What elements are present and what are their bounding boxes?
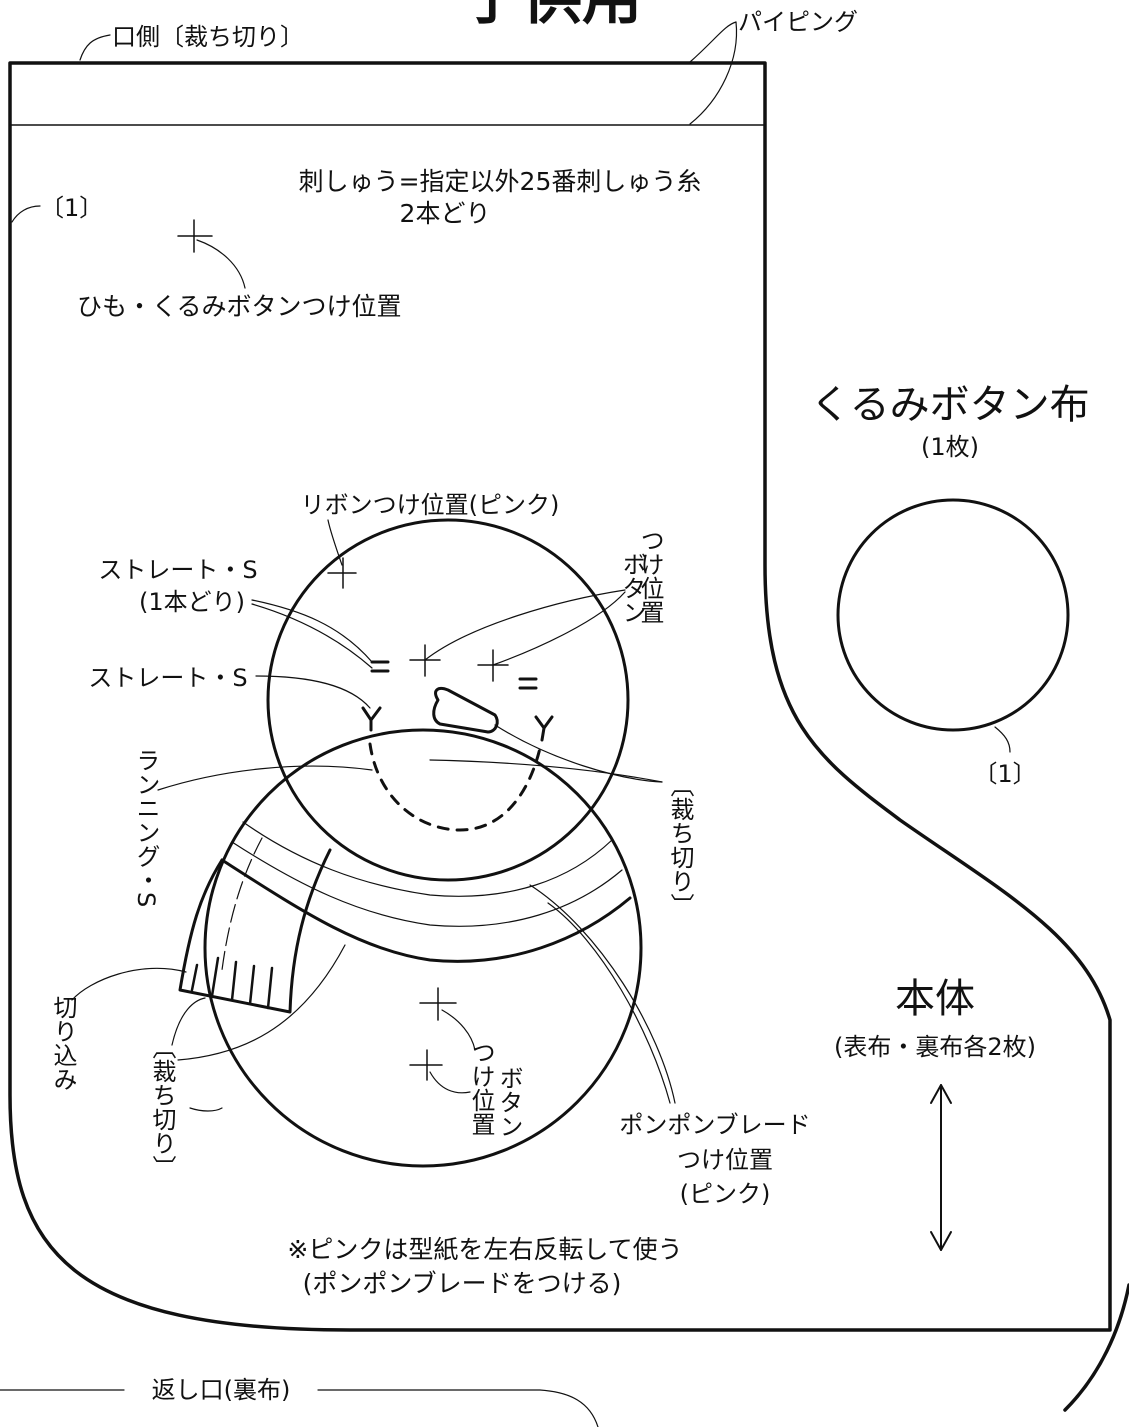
button-pos-bottom-v: つけ位置 <box>467 1040 495 1136</box>
mouth-y-right <box>534 715 554 742</box>
snowman-head-circle <box>266 518 630 882</box>
cut-off-right-leader-1 <box>494 724 663 783</box>
return-opening-label: 返し口(裏布) <box>152 1376 291 1404</box>
cut-off-right-leader-2 <box>429 759 663 783</box>
pompom-line-2: つけ位置 <box>677 1146 773 1174</box>
ribbon-label: リボンつけ位置(ピンク) <box>301 491 560 519</box>
running-stitch-leader <box>157 765 373 791</box>
button-pos-top-leader-1 <box>424 589 626 661</box>
button-mark-body-2 <box>409 1049 471 1094</box>
button-mark-body-1 <box>419 987 476 1051</box>
stocking-outline <box>8 61 1112 1332</box>
ribbon-mark <box>327 519 357 589</box>
button-pos-top-leader-2 <box>492 591 626 666</box>
piping-label: パイピング <box>738 8 858 36</box>
straight-stitch-leader-2 <box>255 675 371 709</box>
body-title: 本体 <box>895 976 975 1022</box>
scarf-tail <box>178 848 332 1014</box>
seam-allowance-left: 〔1〕 <box>40 194 103 222</box>
opening-side-label: 口側〔裁ち切り〕 <box>112 23 304 51</box>
straight-stitch-leader-1b <box>251 603 373 669</box>
cut-in-leader <box>71 967 187 1001</box>
cut-off-left-leader-3 <box>189 1107 223 1112</box>
covered-button-leader <box>994 726 1011 753</box>
cut-in-label: 切り込み <box>49 995 77 1091</box>
button-pos-top-v: つけ位置 <box>636 528 664 624</box>
covered-button-circle <box>836 498 1070 732</box>
embroidery-note-1: 刺しゅう=指定以外25番刺しゅう糸 <box>299 167 702 196</box>
eye-left <box>370 660 390 673</box>
running-stitch-label: ランニング・S <box>132 748 160 907</box>
eye-right <box>518 677 538 690</box>
return-opening-line-right <box>317 1389 599 1427</box>
body-count: (表布・裏布各2枚) <box>834 1033 1036 1061</box>
pompom-line-3: (ピンク) <box>680 1180 771 1208</box>
cut-off-right-label: 〔裁ち切り〕 <box>666 773 694 917</box>
opening-side-leader <box>79 34 111 61</box>
straight-stitch-leader-1a <box>251 599 373 663</box>
covered-button-title: くるみボタン布 <box>810 382 1089 428</box>
running-stitch-smile <box>368 742 542 832</box>
button-pos-top-v2: ボタン <box>618 552 646 624</box>
pink-note-1: ※ピンクは型紙を左右反転して使う <box>287 1235 682 1264</box>
seam-allowance-leader <box>11 205 41 223</box>
scarf-band <box>220 858 632 963</box>
straight-stitch-sub-1: (1本どり) <box>139 588 245 616</box>
straight-stitch-label-1: ストレート・S <box>98 556 257 584</box>
pompom-leader-1 <box>547 902 671 1104</box>
snowman-nose <box>432 686 499 734</box>
cord-button-mark <box>177 219 246 289</box>
scarf-tail-inner <box>221 837 263 971</box>
pompom-leader-2 <box>529 884 676 1104</box>
cord-button-label: ひも・くるみボタンつけ位置 <box>77 292 402 321</box>
pink-note-2: (ポンポンブレードをつける) <box>303 1269 622 1298</box>
scarf-inner-1 <box>242 821 613 897</box>
grainline-arrow <box>930 1084 952 1251</box>
embroidery-note-2: 2本どり <box>400 199 491 228</box>
cut-off-left-leader-2 <box>177 944 346 1061</box>
stocking-toe-curve <box>1063 1283 1129 1412</box>
cut-off-left-leader-1 <box>171 997 206 1046</box>
covered-button-seam: 〔1〕 <box>973 760 1036 788</box>
covered-button-count: (1枚) <box>921 433 979 461</box>
pompom-line-1: ポンポンブレード <box>619 1111 810 1139</box>
piping-leader-2 <box>689 21 738 125</box>
scarf-inner-2 <box>231 841 623 927</box>
piping-leader-1 <box>689 21 737 63</box>
cut-off-left-label: 〔裁ち切り〕 <box>148 1035 176 1179</box>
snowman-body-circle <box>203 728 643 1168</box>
button-pos-bottom-v2: ボタン <box>495 1066 523 1138</box>
scarf-fringe <box>190 956 274 1010</box>
mouth-y-left <box>361 706 382 732</box>
title-partial: 子供用 <box>462 0 642 33</box>
straight-stitch-label-2: ストレート・S <box>88 664 247 692</box>
